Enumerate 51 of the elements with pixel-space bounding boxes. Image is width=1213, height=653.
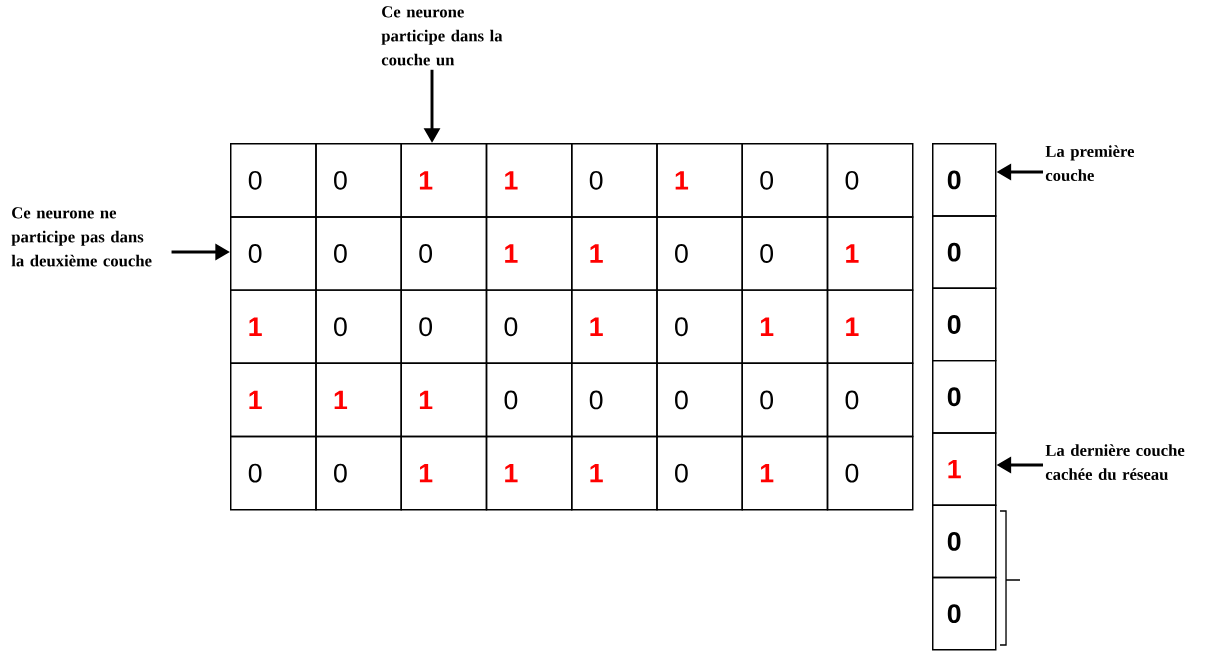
annotation-text: La première couche <box>1045 145 1135 182</box>
grid-cell: 0 <box>230 216 317 291</box>
grid-cell: 0 <box>656 216 743 291</box>
grid-cell: 1 <box>826 289 914 365</box>
grid-cell: 1 <box>485 216 573 291</box>
grid-cell: 0 <box>656 362 743 438</box>
grid-cell: 1 <box>826 216 914 291</box>
grid-cell: 0 <box>400 216 488 291</box>
grid-cell: 0 <box>485 289 573 365</box>
grid-cell: 0 <box>741 216 829 291</box>
grid-cell: 0 <box>826 435 914 511</box>
grid-cell: 1 <box>571 435 658 511</box>
grid-cell: 0 <box>571 362 658 438</box>
grid-cell: 0 <box>741 143 829 218</box>
grid-cell: 0 <box>230 435 317 511</box>
grid-cell: 0 <box>485 362 573 438</box>
grid-cell: 1 <box>315 362 402 438</box>
grid-cell: 0 <box>932 359 997 434</box>
grid-cell: 1 <box>485 143 573 218</box>
grid-cell: 1 <box>230 289 317 365</box>
grid-cell: 0 <box>932 287 997 362</box>
grid-cell: 1 <box>230 362 317 438</box>
grid-cell: 0 <box>656 289 743 365</box>
grid-cell: 0 <box>656 435 743 511</box>
annotation-text: La dernière couche cachée du réseau <box>1045 444 1185 481</box>
grid-cell: 0 <box>571 143 658 218</box>
grid-cell: 0 <box>400 289 488 365</box>
grid-cell: 1 <box>571 216 658 291</box>
grid-cell: 0 <box>826 362 914 438</box>
grid-cell: 1 <box>485 435 573 511</box>
grid-cell: 1 <box>400 143 488 218</box>
grid-cell: 0 <box>932 143 997 217</box>
grid-cell: 1 <box>741 435 829 511</box>
grid-cell: 1 <box>656 143 743 218</box>
annotation-text: Ce neurone participe dans la couche un <box>381 6 503 66</box>
grid-cell: 0 <box>741 362 829 438</box>
grid-cell: 1 <box>741 289 829 365</box>
grid-cell: 1 <box>571 289 658 365</box>
grid-cell: 0 <box>315 143 402 218</box>
grid-cell: 0 <box>932 215 997 290</box>
grid-cell: 0 <box>315 435 402 511</box>
grid-cell: 0 <box>315 289 402 365</box>
annotation-text: Ce neurone ne participe pas dans la deuxième couche <box>11 207 152 267</box>
grid-cell: 0 <box>826 143 914 218</box>
grid-cell: 0 <box>230 143 317 218</box>
grid-cell: 1 <box>932 432 997 506</box>
grid-cell: 1 <box>400 362 488 438</box>
grid-cell: 1 <box>400 435 488 511</box>
grid-cell: 0 <box>315 216 402 291</box>
grid-cell: 0 <box>932 576 997 651</box>
grid-cell: 0 <box>932 504 997 579</box>
